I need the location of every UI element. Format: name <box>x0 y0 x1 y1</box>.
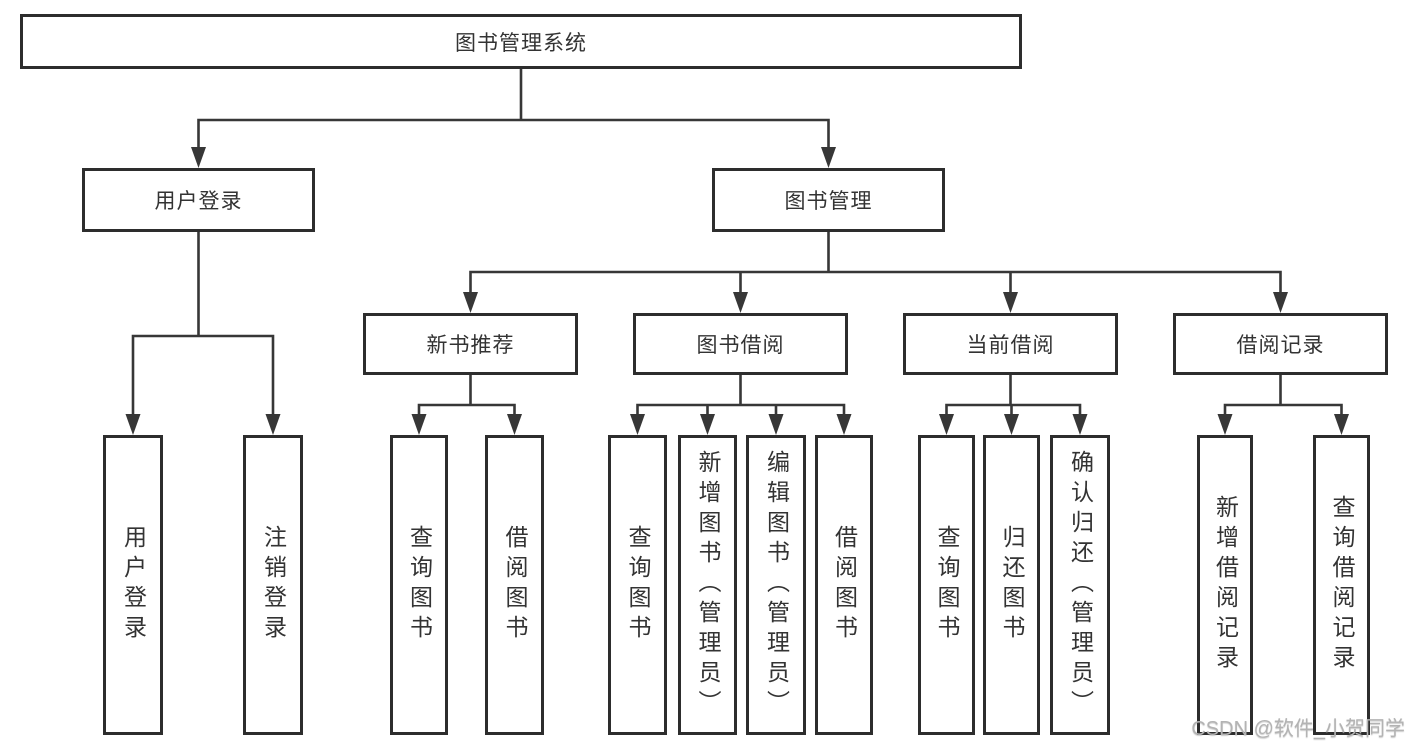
arrow-down-icon <box>1072 414 1088 435</box>
connector-user-login-to-leaves <box>125 230 281 435</box>
node-borrow-records: 借阅记录 <box>1173 313 1388 375</box>
arrow-down-icon <box>463 292 478 313</box>
connector-book-management-to-level3 <box>463 230 1288 313</box>
leaf-borrow-add-book-admin: 新增图书（管理员） <box>678 435 737 735</box>
leaf-user-login-label: 用户登录 <box>120 525 147 645</box>
node-book-borrow-label: 图书借阅 <box>696 334 785 357</box>
arrow-down-icon <box>1003 292 1018 313</box>
leaf-borrow-borrow-book: 借阅图书 <box>815 435 873 735</box>
node-current-borrow-label: 当前借阅 <box>966 334 1055 357</box>
leaf-recommend-query-book: 查询图书 <box>390 435 448 735</box>
arrow-down-icon <box>1217 414 1233 435</box>
arrow-down-icon <box>1004 414 1019 435</box>
node-root: 图书管理系统 <box>20 14 1022 69</box>
leaf-user-login: 用户登录 <box>103 435 163 735</box>
leaf-records-add-record: 新增借阅记录 <box>1197 435 1253 735</box>
arrow-down-icon <box>265 414 281 435</box>
leaf-current-confirm-return-admin-label: 确认归还（管理员） <box>1067 450 1094 720</box>
leaf-current-return-book-label: 归还图书 <box>999 525 1025 645</box>
arrow-down-icon <box>630 414 645 435</box>
connector-current-to-leaves <box>939 373 1088 435</box>
leaf-logout-login: 注销登录 <box>243 435 303 735</box>
leaf-borrow-borrow-book-label: 借阅图书 <box>831 525 858 645</box>
arrow-down-icon <box>836 414 852 435</box>
leaf-borrow-query-book-label: 查询图书 <box>625 525 651 645</box>
arrow-down-icon <box>1334 414 1349 435</box>
leaf-borrow-edit-book-admin-label: 编辑图书（管理员） <box>763 450 790 720</box>
arrow-down-icon <box>733 292 748 313</box>
leaf-current-confirm-return-admin: 确认归还（管理员） <box>1050 435 1110 735</box>
leaf-borrow-add-book-admin-label: 新增图书（管理员） <box>695 450 721 720</box>
leaf-current-return-book: 归还图书 <box>983 435 1040 735</box>
node-new-book-recommend-label: 新书推荐 <box>426 334 515 357</box>
arrow-down-icon <box>939 414 954 435</box>
leaf-recommend-borrow-book: 借阅图书 <box>485 435 544 735</box>
leaf-borrow-query-book: 查询图书 <box>608 435 667 735</box>
connector-recommend-to-leaves <box>411 373 522 435</box>
connector-records-to-leaves <box>1217 373 1349 435</box>
leaf-recommend-borrow-book-label: 借阅图书 <box>502 525 528 645</box>
leaf-records-add-record-label: 新增借阅记录 <box>1212 495 1239 675</box>
arrow-down-icon <box>768 414 784 435</box>
leaf-records-query-record: 查询借阅记录 <box>1313 435 1370 735</box>
leaf-recommend-query-book-label: 查询图书 <box>406 525 433 645</box>
node-root-label: 图书管理系统 <box>455 31 587 55</box>
node-user-login: 用户登录 <box>82 168 315 232</box>
leaf-borrow-edit-book-admin: 编辑图书（管理员） <box>746 435 806 735</box>
node-borrow-records-label: 借阅记录 <box>1236 334 1325 357</box>
connector-borrow-to-leaves <box>630 373 852 435</box>
leaf-records-query-record-label: 查询借阅记录 <box>1329 495 1355 675</box>
arrow-down-icon <box>125 414 141 435</box>
csdn-watermark: CSDN @软件_小贺同学 <box>1191 718 1405 740</box>
arrow-down-icon <box>1273 292 1288 313</box>
leaf-current-query-book: 查询图书 <box>918 435 975 735</box>
arrow-down-icon <box>191 147 206 168</box>
node-user-login-label: 用户登录 <box>154 190 243 213</box>
leaf-logout-login-label: 注销登录 <box>260 525 287 645</box>
node-current-borrow: 当前借阅 <box>903 313 1118 375</box>
node-book-management-label: 图书管理 <box>784 190 873 213</box>
arrow-down-icon <box>507 414 522 435</box>
connector-root-to-level2 <box>191 67 836 168</box>
node-book-management: 图书管理 <box>712 168 945 232</box>
leaf-current-query-book-label: 查询图书 <box>934 525 960 645</box>
node-book-borrow: 图书借阅 <box>633 313 848 375</box>
arrow-down-icon <box>700 414 715 435</box>
arrow-down-icon <box>411 414 427 435</box>
node-new-book-recommend: 新书推荐 <box>363 313 578 375</box>
arrow-down-icon <box>821 147 836 168</box>
